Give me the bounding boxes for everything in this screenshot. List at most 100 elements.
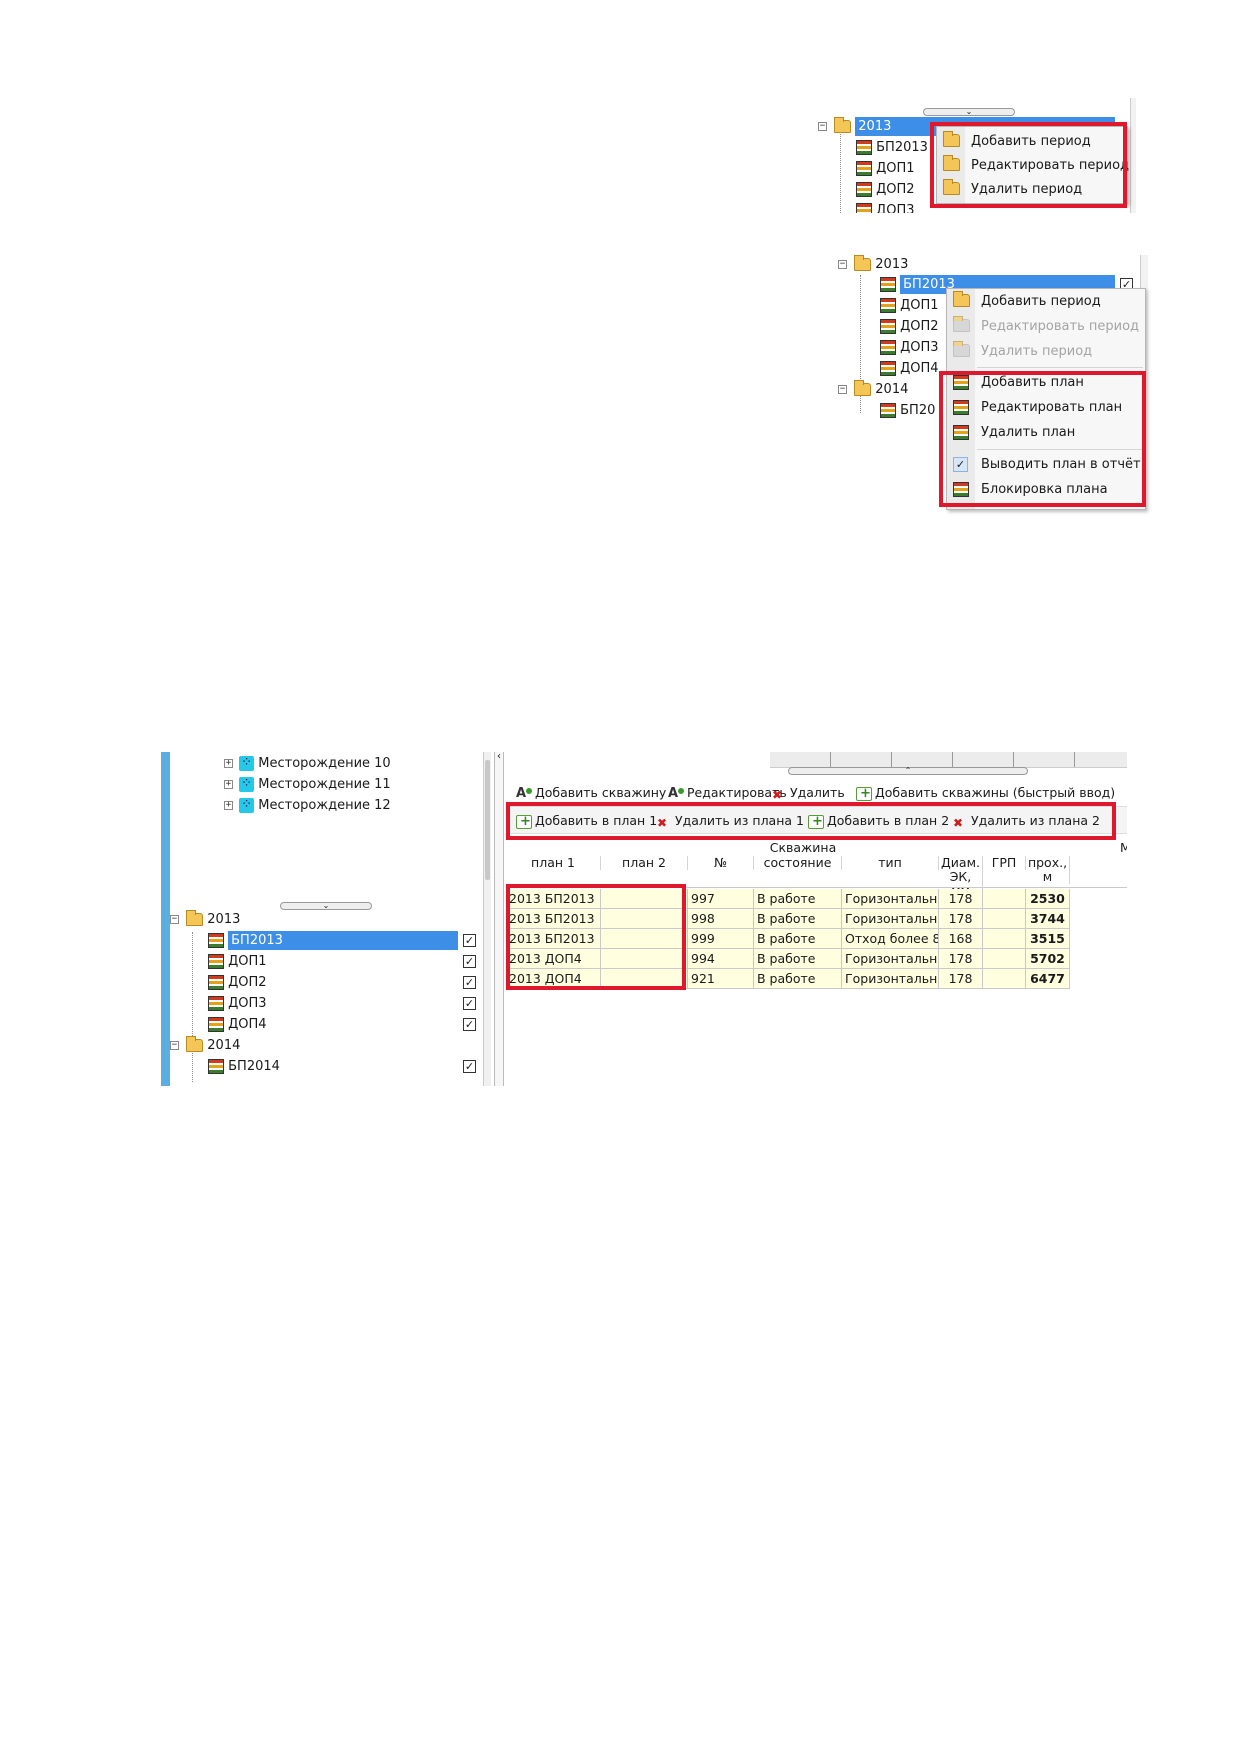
- tree-node-bp2013[interactable]: БП2013 ✓: [208, 931, 478, 950]
- expand-icon[interactable]: +: [224, 800, 233, 810]
- remove-from-plan1-button[interactable]: Удалить из плана 1: [656, 812, 804, 832]
- column-header-number[interactable]: №: [688, 856, 754, 870]
- add-to-plan2-button[interactable]: Добавить в план 2: [808, 812, 949, 831]
- menu-item-edit-period[interactable]: Редактировать период: [937, 155, 1129, 177]
- checkbox[interactable]: ✓: [463, 1060, 476, 1073]
- splitter-handle[interactable]: ⌄: [280, 902, 372, 910]
- delete-well-button[interactable]: Удалить: [771, 784, 845, 804]
- checkbox[interactable]: ✓: [463, 934, 476, 947]
- cell-plan2[interactable]: [601, 889, 688, 909]
- tree-node-dop4[interactable]: ДОП4 ✓: [208, 1015, 478, 1034]
- tree-node-2013[interactable]: − 2013: [170, 910, 240, 929]
- cell-penetration[interactable]: 3515: [1026, 929, 1070, 949]
- column-header-plan1[interactable]: план 1: [506, 856, 601, 870]
- column-header-type[interactable]: тип: [842, 856, 939, 870]
- cell-plan2[interactable]: [601, 929, 688, 949]
- cell-grp[interactable]: [983, 969, 1026, 989]
- cell-status[interactable]: В работе: [754, 889, 842, 909]
- menu-item-add-period[interactable]: Добавить период: [947, 291, 1145, 313]
- menu-item-delete-plan[interactable]: Удалить план: [947, 422, 1145, 444]
- cell-penetration[interactable]: 5702: [1026, 949, 1070, 969]
- menu-item-delete-period[interactable]: Удалить период: [947, 341, 1145, 363]
- column-header-plan2[interactable]: план 2: [601, 856, 688, 870]
- collapse-icon[interactable]: −: [838, 259, 847, 269]
- tree-node-2014[interactable]: − 2014: [170, 1036, 240, 1055]
- tree-node-2013[interactable]: − 2013: [838, 255, 908, 274]
- cell-number[interactable]: 921: [688, 969, 754, 989]
- cell-penetration[interactable]: 3744: [1026, 909, 1070, 929]
- cell-diameter[interactable]: 178: [939, 909, 983, 929]
- pane-splitter[interactable]: ‹: [494, 752, 504, 1086]
- tree-node-bp2013[interactable]: БП2013: [856, 138, 928, 157]
- menu-item-include-in-report[interactable]: ✓ Выводить план в отчёт: [947, 454, 1145, 476]
- add-to-plan1-button[interactable]: Добавить в план 1: [516, 812, 657, 831]
- cell-number[interactable]: 998: [688, 909, 754, 929]
- tree-node-bp2014[interactable]: БП2014 ✓: [208, 1057, 478, 1076]
- cell-grp[interactable]: [983, 909, 1026, 929]
- cell-status[interactable]: В работе: [754, 909, 842, 929]
- checkbox[interactable]: ✓: [463, 997, 476, 1010]
- cell-grp[interactable]: [983, 889, 1026, 909]
- tree-node-dop2[interactable]: ДОП2 ✓: [208, 973, 478, 992]
- menu-item-edit-plan[interactable]: Редактировать план: [947, 397, 1145, 419]
- expand-icon[interactable]: +: [224, 758, 233, 768]
- cell-type[interactable]: Горизонтальн...: [842, 889, 939, 909]
- tree-node-2014[interactable]: − 2014: [838, 380, 908, 399]
- cell-diameter[interactable]: 178: [939, 949, 983, 969]
- cell-diameter[interactable]: 168: [939, 929, 983, 949]
- cell-type[interactable]: Горизонтальн...: [842, 969, 939, 989]
- tree-node-field-12[interactable]: + Месторождение 12: [224, 795, 391, 815]
- cell-plan1[interactable]: 2013 ДОП4: [506, 949, 601, 969]
- cell-plan2[interactable]: [601, 949, 688, 969]
- tree-node-bp2014[interactable]: БП20: [880, 401, 935, 420]
- cell-plan1[interactable]: 2013 БП2013: [506, 889, 601, 909]
- cell-type[interactable]: Отход более 8...: [842, 929, 939, 949]
- quick-add-wells-button[interactable]: Добавить скважины (быстрый ввод): [856, 784, 1115, 803]
- cell-penetration[interactable]: 6477: [1026, 969, 1070, 989]
- menu-item-add-period[interactable]: Добавить период: [937, 131, 1127, 153]
- cell-number[interactable]: 999: [688, 929, 754, 949]
- cell-plan1[interactable]: 2013 БП2013: [506, 909, 601, 929]
- cell-grp[interactable]: [983, 949, 1026, 969]
- cell-type[interactable]: Горизонтальн...: [842, 909, 939, 929]
- cell-penetration[interactable]: 2530: [1026, 889, 1070, 909]
- tree-node-dop3[interactable]: ДОП3: [880, 338, 939, 357]
- tree-node-dop3[interactable]: ДОП3 ✓: [208, 994, 478, 1013]
- checkbox[interactable]: ✓: [463, 955, 476, 968]
- expand-icon[interactable]: +: [224, 779, 233, 789]
- cell-number[interactable]: 994: [688, 949, 754, 969]
- collapse-icon[interactable]: −: [838, 384, 847, 394]
- tree-node-field-11[interactable]: + Месторождение 11: [224, 774, 391, 794]
- collapse-icon[interactable]: −: [818, 121, 827, 131]
- edit-well-button[interactable]: Редактировать: [668, 784, 787, 803]
- cell-grp[interactable]: [983, 929, 1026, 949]
- cell-type[interactable]: Горизонтальн...: [842, 949, 939, 969]
- checkbox[interactable]: ✓: [463, 1018, 476, 1031]
- splitter-handle[interactable]: ⌄: [923, 108, 1015, 116]
- column-header-penetration[interactable]: прох., м: [1026, 856, 1070, 884]
- collapse-icon[interactable]: −: [170, 1040, 179, 1050]
- add-well-button[interactable]: Добавить скважину: [516, 784, 666, 803]
- scrollbar[interactable]: [1130, 98, 1136, 213]
- cell-plan1[interactable]: 2013 БП2013: [506, 929, 601, 949]
- menu-item-lock-plan[interactable]: Блокировка плана: [947, 479, 1145, 501]
- cell-diameter[interactable]: 178: [939, 969, 983, 989]
- menu-item-add-plan[interactable]: Добавить план: [947, 372, 1145, 394]
- tree-node-dop4[interactable]: ДОП4: [880, 359, 939, 378]
- cell-diameter[interactable]: 178: [939, 889, 983, 909]
- checkbox[interactable]: ✓: [463, 976, 476, 989]
- menu-item-delete-period[interactable]: Удалить период: [937, 179, 1127, 201]
- collapse-icon[interactable]: −: [170, 914, 179, 924]
- tree-node-dop2[interactable]: ДОП2: [856, 180, 915, 199]
- left-pane-scrollbar[interactable]: [483, 752, 491, 1086]
- cell-status[interactable]: В работе: [754, 929, 842, 949]
- splitter-handle[interactable]: ⌃: [788, 767, 1028, 775]
- cell-status[interactable]: В работе: [754, 949, 842, 969]
- tree-node-dop1[interactable]: ДОП1: [856, 159, 915, 178]
- column-header-grp[interactable]: ГРП: [983, 856, 1026, 870]
